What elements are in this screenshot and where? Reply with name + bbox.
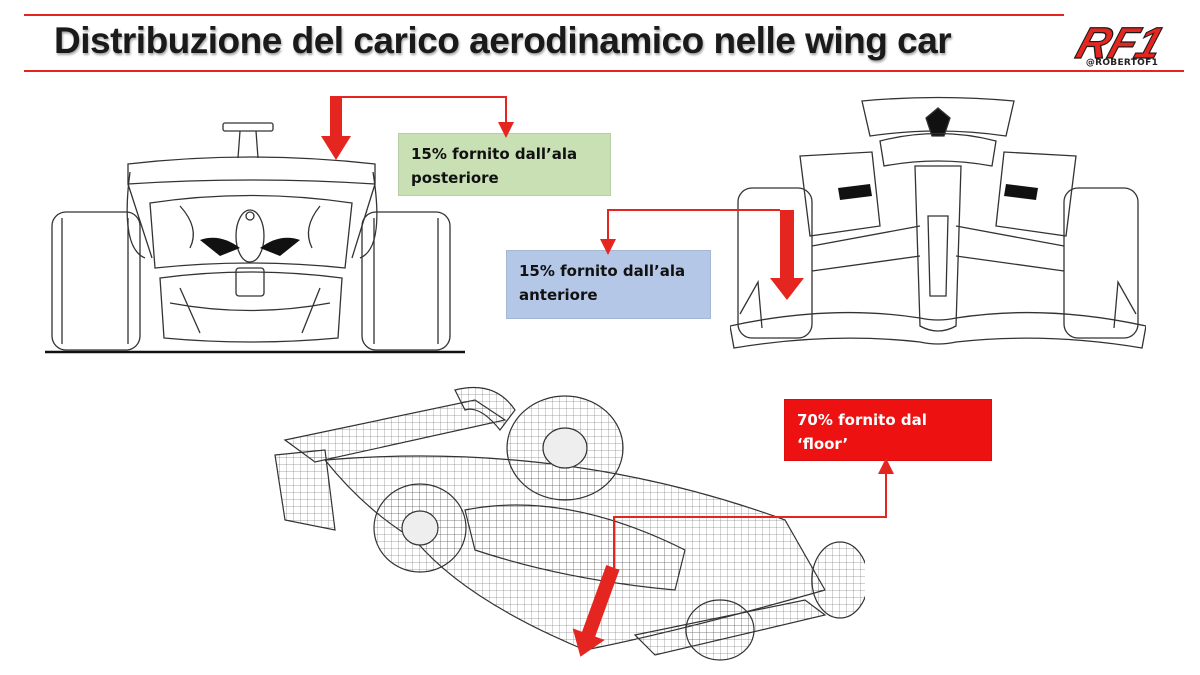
title-rule-bottom	[24, 70, 1184, 72]
floor-label-line1: 70% fornito dal	[797, 411, 927, 429]
rear-view-car-drawing	[45, 122, 465, 354]
floor-downforce-arrow	[572, 565, 620, 657]
front-downforce-arrow	[770, 210, 804, 300]
floor-label: 70% fornito dal ‘floor’	[784, 399, 992, 461]
rf1-logo: RF1	[1070, 17, 1170, 68]
rear-wing-label-line2: posteriore	[411, 169, 499, 187]
floor-connector-line	[613, 458, 894, 568]
floor-label-line2: ‘floor’	[797, 435, 849, 453]
rear-downforce-arrow	[321, 96, 351, 160]
rear-connector-line	[342, 96, 514, 138]
svg-text:RF1: RF1	[1071, 18, 1170, 68]
rear-wing-label: 15% fornito dall’ala posteriore	[398, 133, 611, 196]
rear-wing-label-line1: 15% fornito dall’ala	[411, 145, 578, 163]
page-title: Distribuzione del carico aerodinamico ne…	[54, 20, 952, 61]
isometric-car-wireframe	[274, 386, 865, 661]
logo-handle: @ROBERTOF1	[1085, 58, 1159, 68]
front-view-car-drawing	[730, 96, 1146, 349]
front-connector-line	[600, 209, 780, 255]
title-rule-top	[24, 14, 1064, 16]
front-wing-label-line2: anteriore	[519, 286, 598, 304]
front-wing-label-line1: 15% fornito dall’ala	[519, 262, 686, 280]
